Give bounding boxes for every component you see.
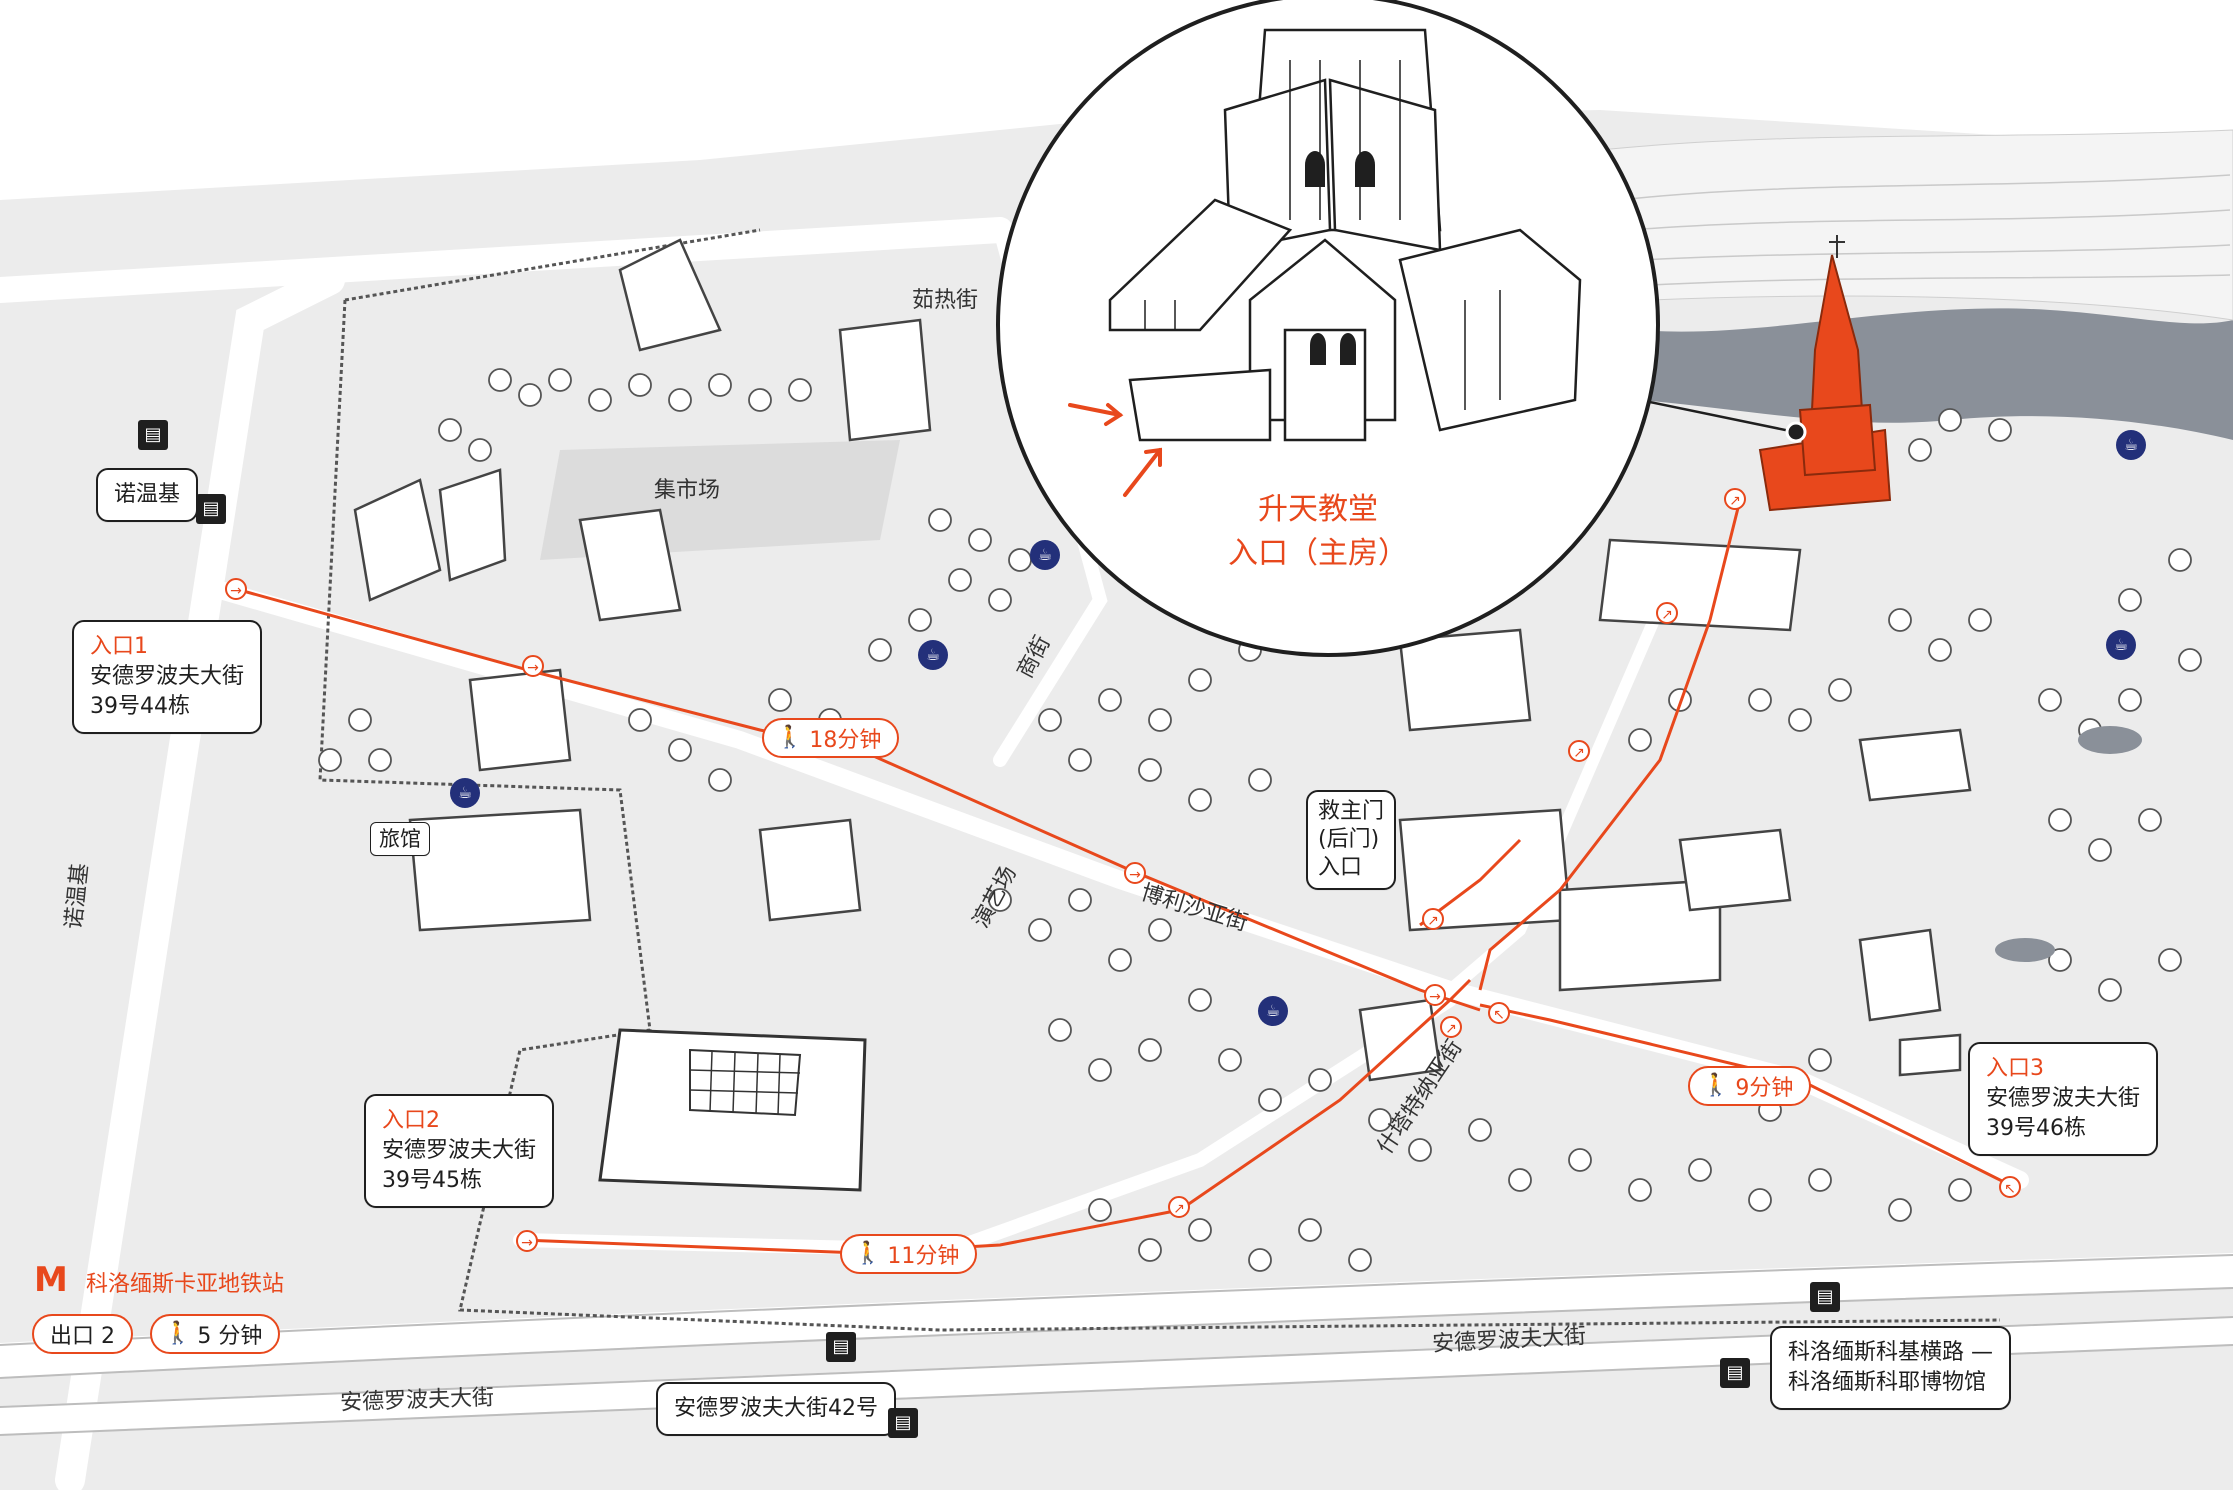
arrow-right-icon: → xyxy=(522,655,544,677)
market-square-label: 集市场 xyxy=(654,478,721,503)
street-andropova-lower: 安德罗波夫大街 xyxy=(339,1385,495,1416)
arrow-right-icon: ↗ xyxy=(1724,488,1746,510)
walk-time-9: 🚶 9分钟 xyxy=(1688,1066,1812,1106)
metro-exit-2: 出口 2 xyxy=(32,1314,133,1354)
bus-icon: ▤ xyxy=(1810,1282,1840,1312)
cafe-icon: ☕ xyxy=(450,778,480,808)
arrow-right-icon: ↗ xyxy=(1656,602,1678,624)
arrow-right-icon: → xyxy=(516,1230,538,1252)
street-nuowenji-side: 诺温基 xyxy=(61,862,94,931)
arrow-right-icon: ↖ xyxy=(1999,1176,2021,1198)
arrow-right-icon: ↗ xyxy=(1440,1016,1462,1038)
entrance-1-callout: 入口1 安德罗波夫大街 39号44栋 xyxy=(72,620,263,734)
bus-icon: ▤ xyxy=(888,1408,918,1438)
arrow-right-icon: → xyxy=(1124,862,1146,884)
entrance-3-title: 入口3 xyxy=(1986,1056,2044,1081)
arrow-right-icon: ↗ xyxy=(1568,740,1590,762)
bus-icon: ▤ xyxy=(1720,1358,1750,1388)
walk-icon: 🚶 xyxy=(164,1321,192,1346)
church-detail-drawing xyxy=(1108,28,1582,442)
entrance-3-callout: 入口3 安德罗波夫大街 39号46栋 xyxy=(1968,1042,2159,1156)
cafe-icon: ☕ xyxy=(1258,996,1288,1026)
walk-time-18: 🚶 18分钟 xyxy=(762,718,900,758)
arrow-right-icon: → xyxy=(225,578,247,600)
metro-icon: M xyxy=(34,1260,68,1300)
bus-stop-nuowenji-callout: 诺温基 xyxy=(96,468,199,522)
cafe-icon: ☕ xyxy=(918,640,948,670)
walk-icon: 🚶 xyxy=(854,1241,882,1266)
exhibition-hall xyxy=(598,1028,867,1192)
arrow-right-icon: → xyxy=(1424,984,1446,1006)
arrow-right-icon: ↗ xyxy=(1168,1196,1190,1218)
street-ruzhe: 茹热街 xyxy=(912,288,979,313)
bus-stop-andropova42: 安德罗波夫大街42号 xyxy=(656,1382,896,1436)
walk-time-11: 🚶 11分钟 xyxy=(840,1234,978,1274)
bus-stop-kolomenskoe: 科洛缅斯科基横路 — 科洛缅斯科耶博物馆 xyxy=(1770,1326,2011,1410)
entrance-2-title: 入口2 xyxy=(382,1108,440,1133)
entrance-1-title: 入口1 xyxy=(90,634,148,659)
rescue-gate-callout: 救主门 (后门) 入口 xyxy=(1306,790,1397,890)
cafe-icon: ☕ xyxy=(1030,540,1060,570)
river xyxy=(1640,308,2233,440)
church-entrance-label: 入口（主房） xyxy=(1228,536,1408,571)
cafe-icon: ☕ xyxy=(2116,430,2146,460)
park-ground xyxy=(0,110,2233,1490)
hotel-label: 旅馆 xyxy=(370,822,430,856)
church-name: 升天教堂 xyxy=(1258,492,1378,527)
arrow-right-icon: ↗ xyxy=(1422,908,1444,930)
metro-walk-time: 🚶 5 分钟 xyxy=(150,1314,281,1354)
cafe-icon: ☕ xyxy=(2106,630,2136,660)
metro-station-name: 科洛缅斯卡亚地铁站 xyxy=(86,1272,285,1297)
ascension-church xyxy=(1758,235,1892,512)
bus-icon: ▤ xyxy=(826,1332,856,1362)
walk-icon: 🚶 xyxy=(776,725,804,750)
bus-icon: ▤ xyxy=(138,420,168,450)
bus-icon: ▤ xyxy=(196,494,226,524)
walk-icon: 🚶 xyxy=(1702,1073,1730,1098)
arrow-right-icon: ↖ xyxy=(1488,1002,1510,1024)
entrance-2-callout: 入口2 安德罗波夫大街 39号45栋 xyxy=(364,1094,555,1208)
church-entrance-caption: 升天教堂 入口（主房） xyxy=(1228,488,1408,576)
